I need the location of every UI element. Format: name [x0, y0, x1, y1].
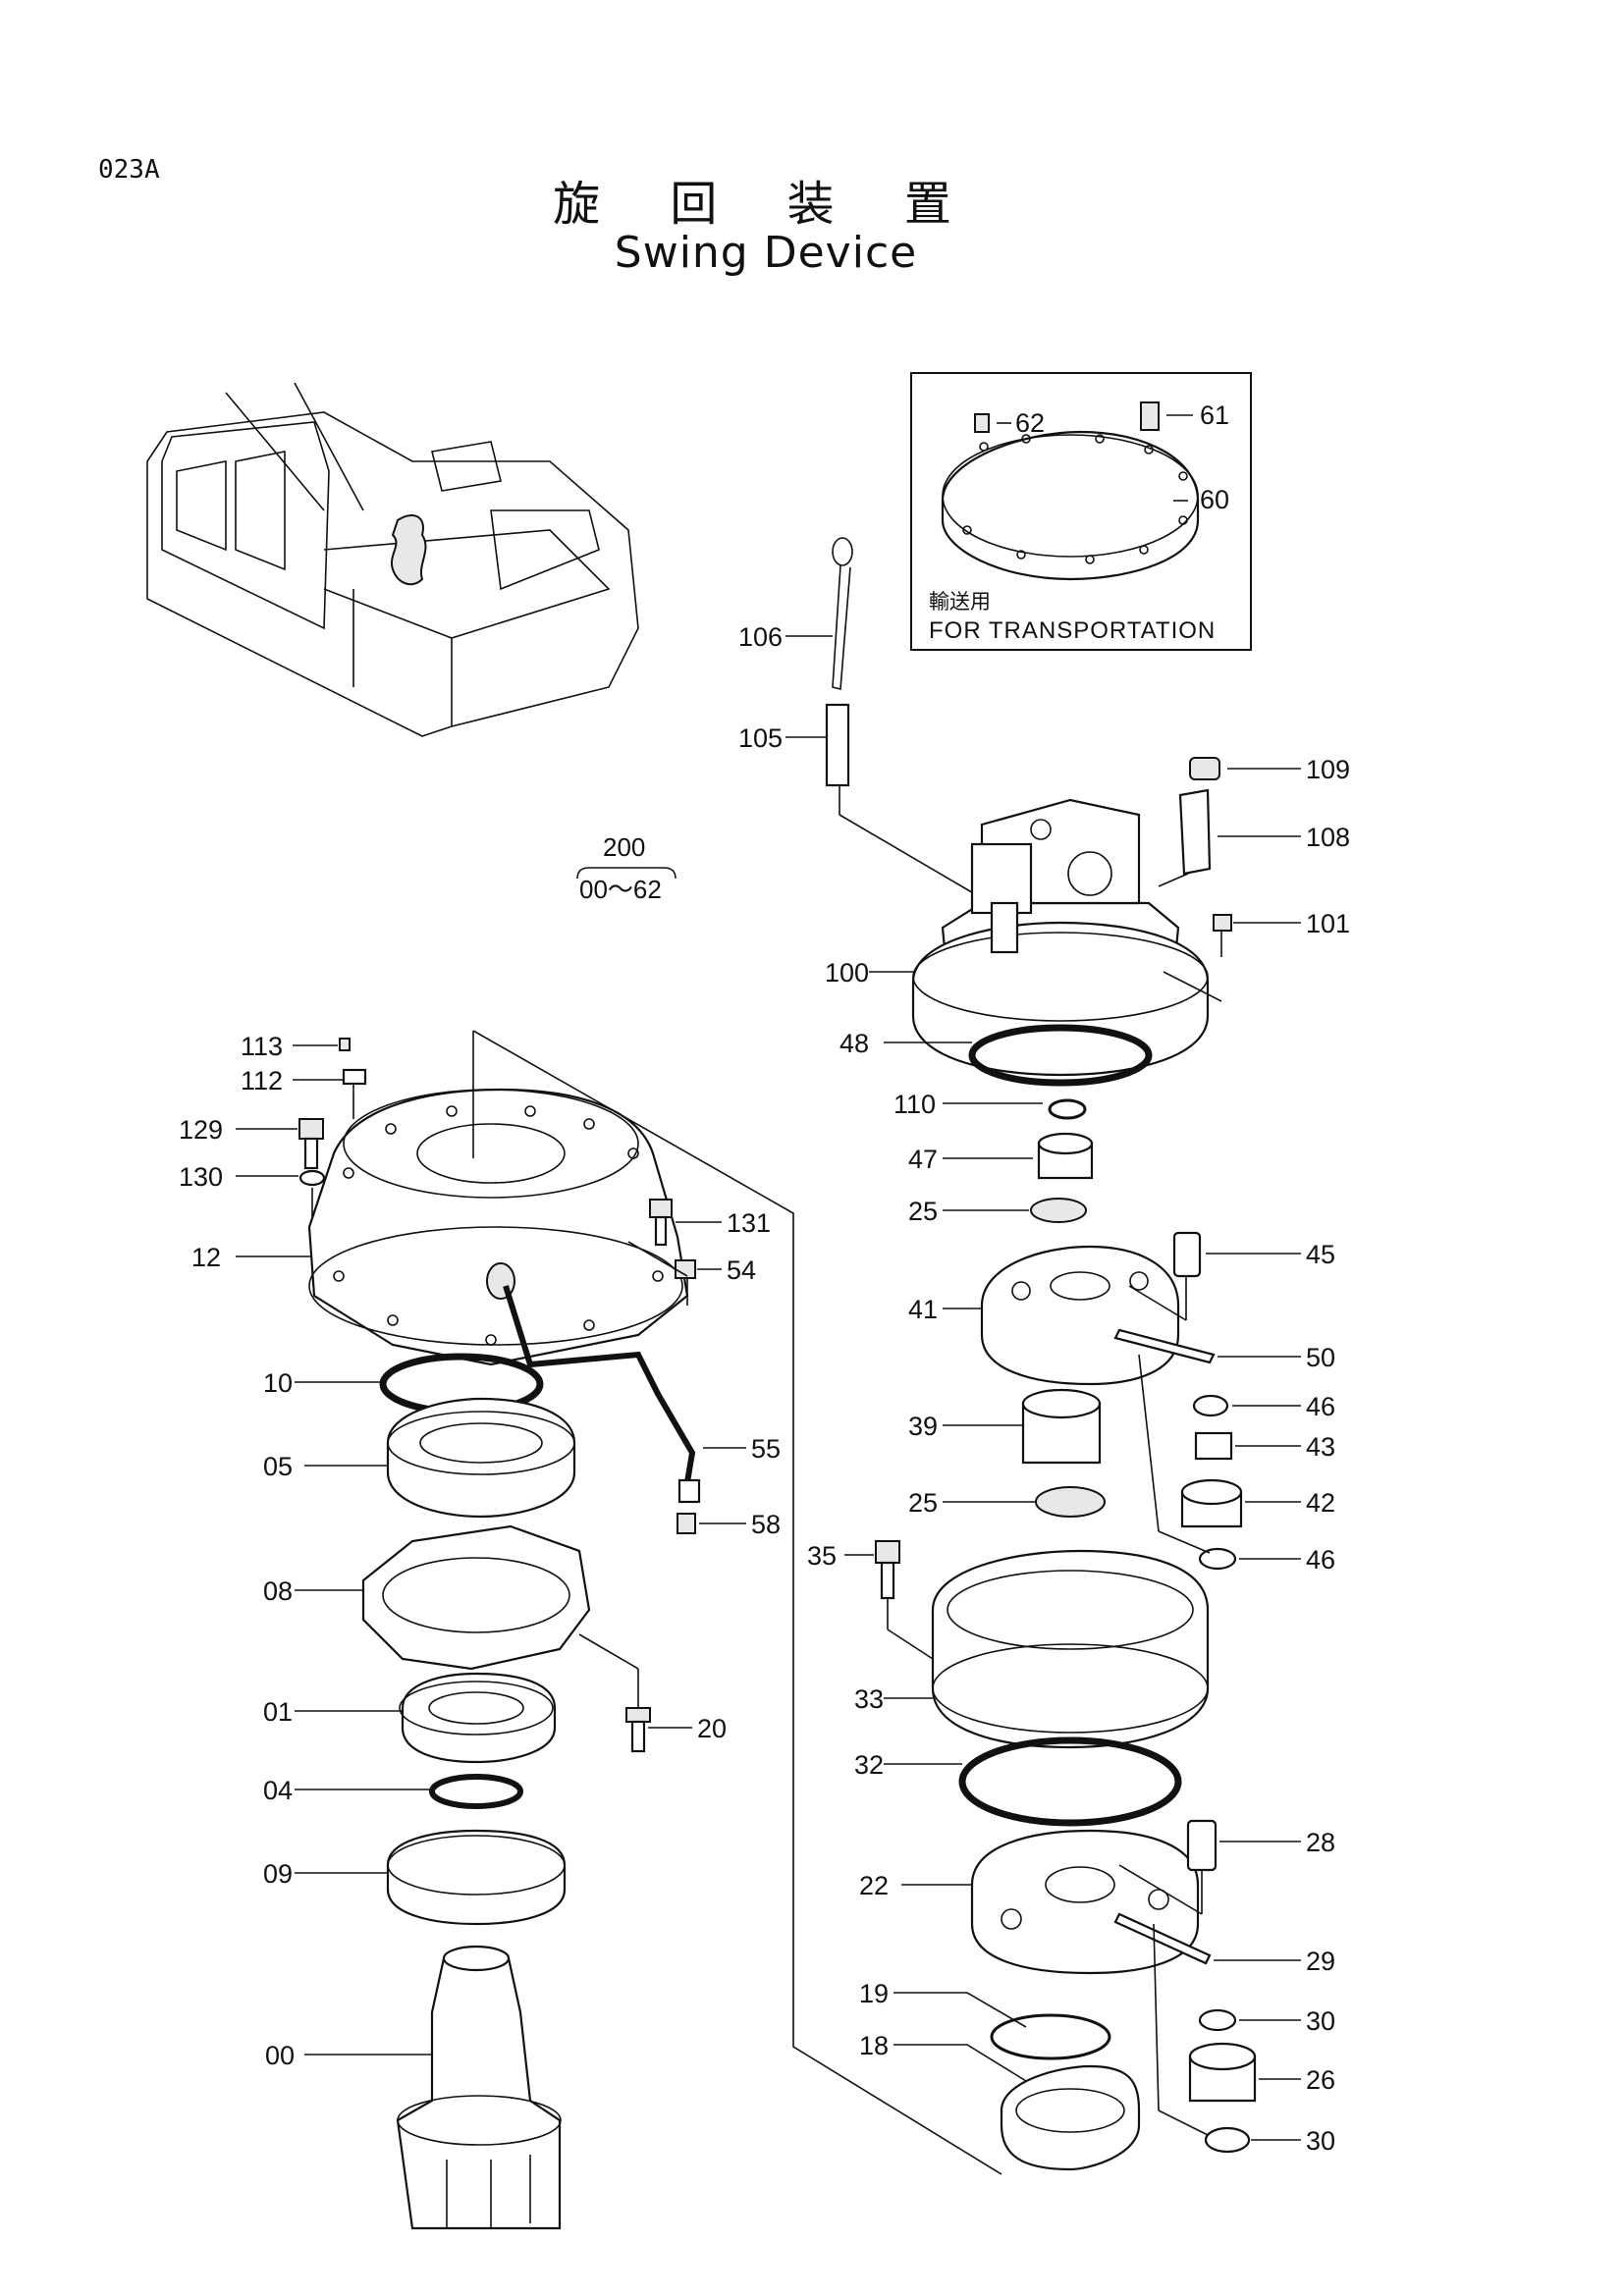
title-english: Swing Device — [614, 228, 918, 278]
callout-113: 113 — [241, 1032, 283, 1061]
callout-04: 04 — [263, 1776, 293, 1805]
callout-08: 08 — [263, 1576, 293, 1606]
callout-00: 00 — [265, 2041, 295, 2070]
callout-09: 09 — [263, 1859, 293, 1889]
callout-50: 50 — [1306, 1343, 1335, 1372]
callout-43: 43 — [1306, 1432, 1335, 1462]
callout-62: 62 — [1015, 408, 1045, 438]
callout-60: 60 — [1200, 485, 1229, 514]
callout-28: 28 — [1306, 1828, 1335, 1857]
transport-label-english: FOR TRANSPORTATION — [929, 617, 1216, 644]
callout-33: 33 — [854, 1684, 884, 1714]
callout-19: 19 — [859, 1979, 889, 2008]
callout-108: 108 — [1306, 823, 1350, 852]
transportation-cover-box: 62 61 60 輸送用 FOR TRANSPORTATION — [910, 372, 1252, 651]
callout-129: 129 — [179, 1115, 223, 1145]
callout-46a: 46 — [1306, 1392, 1335, 1421]
callout-26: 26 — [1306, 2065, 1335, 2095]
callout-35: 35 — [807, 1541, 837, 1571]
callout-12: 12 — [191, 1243, 221, 1272]
callout-10: 10 — [263, 1368, 293, 1398]
swing-motor-stack: 106 105 109 108 101 100 48 110 — [738, 537, 1350, 2171]
callout-45: 45 — [1306, 1240, 1335, 1269]
callout-20: 20 — [697, 1714, 727, 1743]
callout-18: 18 — [859, 2031, 889, 2060]
callout-32: 32 — [854, 1750, 884, 1780]
callout-25b: 25 — [908, 1488, 938, 1518]
callout-105: 105 — [738, 723, 783, 753]
callout-58: 58 — [751, 1510, 781, 1539]
excavator-overview-illustration — [146, 382, 639, 737]
callout-47: 47 — [908, 1145, 938, 1174]
callout-30b: 30 — [1306, 2126, 1335, 2156]
callout-131: 131 — [727, 1208, 771, 1238]
housing-shaft-stack: 113 112 129 130 12 131 — [179, 1030, 1002, 2230]
callout-61: 61 — [1200, 400, 1229, 430]
callout-109: 109 — [1306, 755, 1350, 784]
callout-25a: 25 — [908, 1197, 938, 1226]
callout-05: 05 — [263, 1452, 293, 1481]
ref-group-range: 00～62 — [579, 875, 662, 904]
callout-106: 106 — [738, 622, 783, 652]
callout-110: 110 — [893, 1090, 936, 1119]
callout-54: 54 — [727, 1255, 756, 1285]
callout-30a: 30 — [1306, 2006, 1335, 2036]
callout-112: 112 — [241, 1066, 283, 1095]
reference-group: 200 00～62 — [576, 832, 677, 904]
callout-46b: 46 — [1306, 1545, 1335, 1575]
callout-100: 100 — [825, 958, 869, 988]
callout-39: 39 — [908, 1412, 938, 1441]
callout-55: 55 — [751, 1434, 781, 1464]
callout-42: 42 — [1306, 1488, 1335, 1518]
callout-01: 01 — [263, 1697, 293, 1727]
callout-48: 48 — [839, 1029, 869, 1058]
ref-group-number: 200 — [603, 832, 645, 862]
callout-130: 130 — [179, 1162, 223, 1192]
callout-29: 29 — [1306, 1947, 1335, 1976]
transport-label-japanese: 輸送用 — [929, 590, 991, 614]
page-code: 023A — [98, 155, 160, 185]
callout-41: 41 — [908, 1295, 938, 1324]
callout-22: 22 — [859, 1871, 889, 1900]
callout-101: 101 — [1306, 909, 1350, 938]
title-japanese: 旋 回 装 置 — [553, 177, 979, 232]
